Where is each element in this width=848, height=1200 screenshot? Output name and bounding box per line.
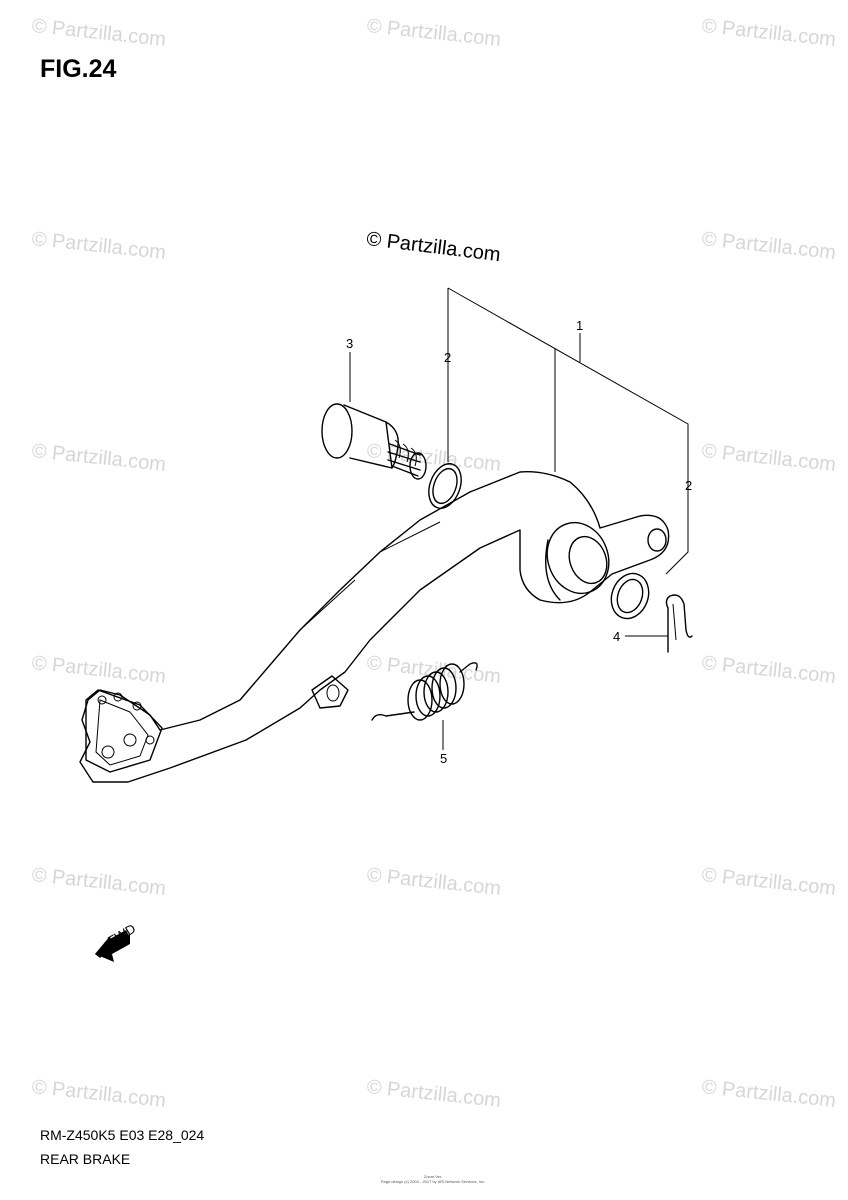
diagram-title: REAR BRAKE	[40, 1151, 131, 1167]
cotter-pin[interactable]	[665, 594, 693, 653]
callout-4[interactable]: 4	[613, 629, 620, 644]
copyright-line-1: Zoom Ver.	[423, 1174, 443, 1179]
figure-title: FIG.24	[40, 55, 117, 83]
callout-2a[interactable]: 2	[444, 350, 451, 365]
washer-bottom[interactable]	[605, 568, 655, 624]
diagram-code: RM-Z450K5 E03 E28_024	[40, 1127, 205, 1143]
callout-2b[interactable]: 2	[685, 478, 692, 493]
brake-pedal[interactable]	[79, 471, 670, 783]
callout-3[interactable]: 3	[346, 336, 353, 351]
washer-top[interactable]	[423, 459, 467, 512]
return-spring[interactable]	[371, 662, 478, 721]
pivot-bolt[interactable]	[321, 403, 427, 480]
copyright-line-2: Page design (c) 2004 - 2017 by ARI Netwo…	[380, 1179, 486, 1184]
fwd-arrow-icon: FWD	[95, 921, 138, 962]
leader-lines	[349, 287, 689, 750]
copyright-note: Zoom Ver. Page design (c) 2004 - 2017 by…	[368, 1174, 498, 1184]
callout-1[interactable]: 1	[576, 318, 583, 333]
callout-5[interactable]: 5	[440, 751, 447, 766]
